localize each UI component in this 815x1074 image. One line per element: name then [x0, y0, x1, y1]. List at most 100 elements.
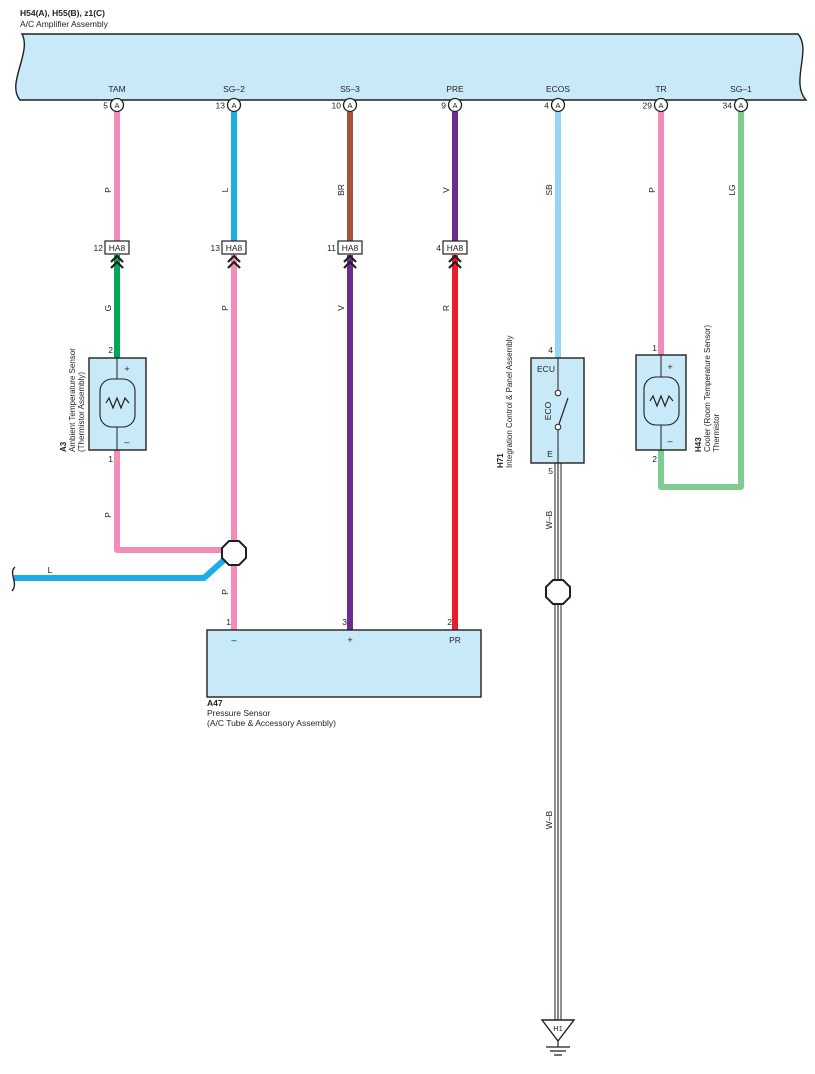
- switch-contact-icon: [554, 423, 562, 431]
- terminal-label-tr: TR: [655, 84, 666, 94]
- connector-letter-s53: A: [347, 101, 352, 110]
- junction-connector-name: HA8: [447, 243, 464, 253]
- wire-code-pre-upper: V: [441, 187, 451, 193]
- connector-ring-ecos: [550, 97, 566, 113]
- pin-number-pre: 9: [441, 101, 446, 111]
- connector-letter-sg2: A: [231, 101, 236, 110]
- switch-contact-icon: [554, 389, 562, 397]
- amplifier-assembly-name: A/C Amplifier Assembly: [20, 19, 109, 29]
- a47-terminal-label: +: [347, 635, 353, 646]
- junction-connector-box: [104, 240, 130, 255]
- h71-code: H71: [496, 453, 505, 468]
- a47-pin-number: 1: [226, 617, 231, 627]
- wire-code-s53-lower: V: [336, 305, 346, 311]
- h43-name: Cooler (Room Temperature Sensor): [703, 325, 712, 452]
- ground-code: H1: [553, 1024, 563, 1033]
- connector-chevron-icon: [110, 254, 124, 269]
- h71-pin-bottom: 5: [548, 466, 553, 476]
- junction-pin-number: 4: [436, 243, 441, 253]
- wire-code-sg2-lower: P: [220, 305, 230, 311]
- connector-letter-tam: A: [114, 101, 119, 110]
- junction-connector-name: HA8: [109, 243, 126, 253]
- connector-ring-pre: [447, 97, 463, 113]
- connector-ring-tr: [653, 97, 669, 113]
- a3-name: Ambient Temperature Sensor: [68, 348, 77, 452]
- wire-code-s53-upper: BR: [336, 184, 346, 196]
- pin-number-sg1: 34: [723, 101, 733, 111]
- h71-ground-terminal-label: E: [547, 449, 553, 459]
- wire-left-in: [14, 557, 227, 581]
- h43-subtitle: Thermistor: [712, 413, 721, 452]
- pin-number-tam: 5: [103, 101, 108, 111]
- a47-pin-number: 3: [342, 617, 347, 627]
- wire-code-a3-out: P: [103, 512, 113, 518]
- wire-a3-out: [114, 450, 223, 553]
- wire-code-left-in: L: [48, 565, 53, 575]
- switch-blade-icon: [558, 397, 569, 425]
- a3-pin-top: 2: [108, 345, 113, 355]
- resistor-zigzag-icon: [649, 394, 674, 408]
- pin-number-tr: 29: [643, 101, 653, 111]
- terminal-label-sg1: SG–1: [730, 84, 752, 94]
- connector-ring-s53: [342, 97, 358, 113]
- a47-name: Pressure Sensor: [207, 708, 270, 718]
- thermistor-icon: [99, 378, 136, 428]
- a47-terminal-label: –: [231, 635, 237, 646]
- wire-code-tr: P: [647, 187, 657, 193]
- terminal-label-ecos: ECOS: [546, 84, 570, 94]
- h71-switch-label: ECO: [543, 401, 553, 420]
- connector-chevron-icon: [448, 254, 462, 269]
- pin-number-s53: 10: [332, 101, 342, 111]
- connector-list-title: H54(A), H55(B), z1(C): [20, 8, 105, 18]
- h71-pin-top: 4: [548, 345, 553, 355]
- ac-amplifier-body: [15, 33, 808, 101]
- junction-connector-name: HA8: [342, 243, 359, 253]
- connector-letter-sg1: A: [738, 101, 743, 110]
- wire-code-tam-lower: G: [103, 305, 113, 312]
- h71-name: Integration Control & Panel Assembly: [505, 335, 514, 468]
- wire-code-wb-lower: W–B: [544, 810, 554, 829]
- junction-pin-number: 11: [327, 243, 336, 253]
- wire-code-ecos: SB: [544, 184, 554, 196]
- a3-ambient-temperature-sensor: 2 + – 1 A3 Ambient Temperature Sensor (T…: [59, 345, 147, 464]
- pin-number-ecos: 4: [544, 101, 549, 111]
- a47-subtitle: (A/C Tube & Accessory Assembly): [207, 718, 336, 728]
- terminal-label-s53: S5–3: [340, 84, 360, 94]
- h71-ecu-label: ECU: [537, 364, 555, 374]
- connector-ring-sg1: [733, 97, 749, 113]
- junction-connector-box: [442, 240, 468, 255]
- junction-pin-number: 12: [94, 243, 104, 253]
- h71-integration-control-panel: 4 ECU ECO E 5 H71 Integration Control & …: [496, 335, 585, 476]
- a47-code: A47: [207, 698, 223, 708]
- a3-plus-terminal: +: [124, 364, 130, 375]
- pin-number-sg2: 13: [216, 101, 226, 111]
- connector-letter-pre: A: [452, 101, 457, 110]
- ground-triangle-icon: [540, 1019, 576, 1043]
- wire-code-sg2-upper: L: [220, 187, 230, 192]
- wire-code-tam-upper: P: [103, 187, 113, 193]
- h43-plus-terminal: +: [667, 362, 673, 373]
- thermistor-icon: [643, 376, 680, 426]
- wire-sg1: [658, 112, 744, 490]
- a3-minus-terminal: –: [124, 437, 130, 448]
- terminal-label-pre: PRE: [446, 84, 464, 94]
- ac-amplifier-assembly: TAM 5 A SG–2 13 A S5–3 10 A PRE 9 A ECOS…: [15, 33, 808, 113]
- connector-ring-tam: [109, 97, 125, 113]
- a47-pressure-sensor: 1 3 2 – + PR A47 Pressure Sensor (A/C Tu…: [206, 617, 482, 728]
- splice-point-wb: [545, 579, 571, 605]
- junction-connector-box: [337, 240, 363, 255]
- junction-connector-name: HA8: [226, 243, 243, 253]
- wire-code-wb-upper: W–B: [544, 510, 554, 529]
- a3-subtitle: (Thermistor Assembly): [77, 372, 86, 452]
- junction-connectors: 12 HA8 13 HA8 11 HA8 4 HA8: [94, 240, 468, 269]
- wire-break-mark: [11, 566, 16, 592]
- a3-code: A3: [59, 441, 68, 452]
- h43-cooler-thermistor: 1 + – 2 H43 Cooler (Room Temperature Sen…: [635, 325, 721, 464]
- a47-body: [206, 629, 482, 698]
- connector-letter-ecos: A: [555, 101, 560, 110]
- connector-chevron-icon: [343, 254, 357, 269]
- connector-letter-tr: A: [658, 101, 663, 110]
- ground-point-h1: H1: [540, 1019, 576, 1056]
- connector-chevron-icon: [227, 254, 241, 269]
